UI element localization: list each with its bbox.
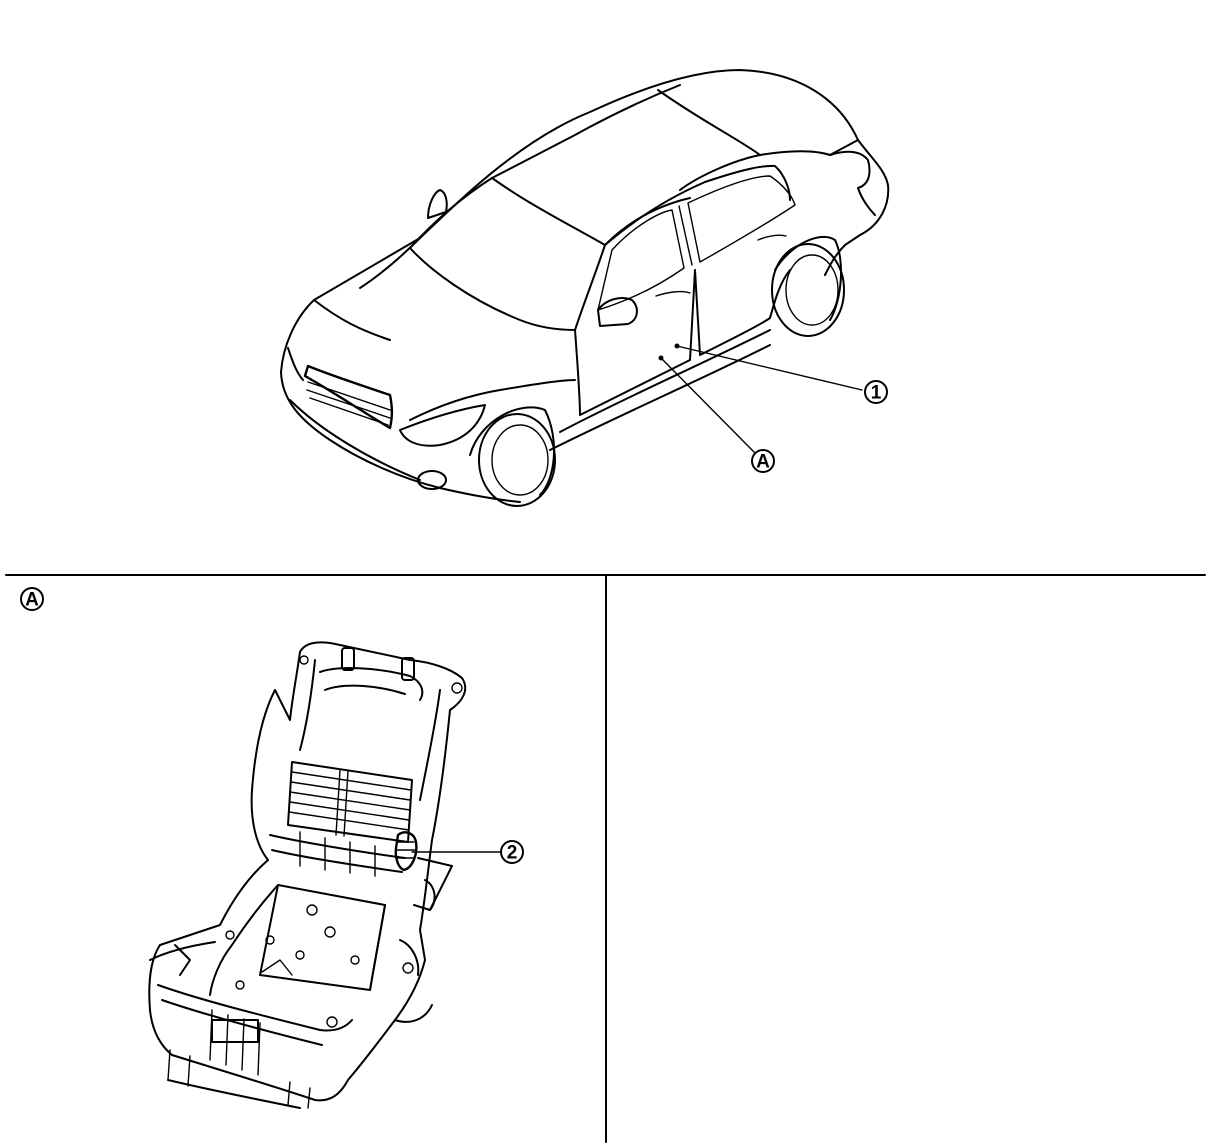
callout-1: 1 [864, 380, 888, 404]
callout-A-label: A [756, 452, 770, 473]
seat-frame-illustration [148, 641, 501, 1109]
callout-2: 2 [500, 840, 524, 864]
callout-2-label: 2 [507, 843, 518, 864]
car-illustration [280, 69, 890, 507]
callout-1-label: 1 [871, 383, 882, 404]
detail-panel-label-text: A [25, 590, 39, 611]
callout-A: A [751, 449, 775, 473]
detail-panel-label: A [20, 587, 44, 611]
